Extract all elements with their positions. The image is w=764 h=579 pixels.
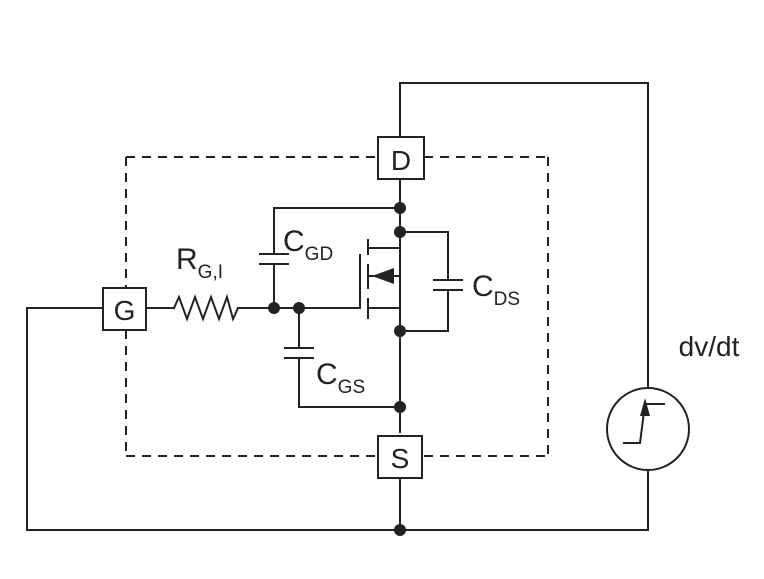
cap-gs-label: CGS [316, 358, 365, 398]
junction-dots [268, 202, 406, 536]
gate-resistor-label-main: R [176, 243, 198, 276]
gate-label: G [114, 295, 136, 326]
capacitor-ds [433, 279, 463, 291]
cap-ds-label-sub: DS [494, 289, 520, 310]
cap-gs-label-sub: GS [338, 377, 365, 398]
internal-wiring [145, 178, 449, 433]
gate-resistor-label: RG,I [176, 243, 223, 283]
source-label: S [391, 443, 410, 474]
dvdt-label: dv/dt [679, 331, 740, 362]
capacitor-gs [284, 347, 314, 359]
cap-gd-label-main: C [283, 225, 305, 258]
cap-ds-label-main: C [472, 270, 494, 303]
cap-ds-label: CDS [472, 270, 520, 310]
package-boundary [125, 156, 549, 457]
mosfet-symbol [359, 239, 401, 319]
cap-gd-label-sub: GD [305, 244, 334, 265]
gate-resistor-zigzag [172, 293, 240, 322]
cap-gd-label: CGD [283, 225, 333, 265]
step-arrow-icon [640, 398, 650, 416]
source-terminal: S [377, 435, 423, 479]
capacitor-gd [259, 253, 289, 265]
gate-resistor-label-sub: G,I [198, 262, 223, 283]
cap-gs-label-main: C [316, 358, 338, 391]
dvdt-voltage-source [606, 387, 690, 471]
drain-label: D [391, 145, 411, 176]
drain-terminal: D [377, 136, 425, 180]
mosfet-body-arrow [372, 268, 394, 284]
outer-wiring [26, 82, 649, 531]
gate-terminal: G [102, 287, 147, 331]
